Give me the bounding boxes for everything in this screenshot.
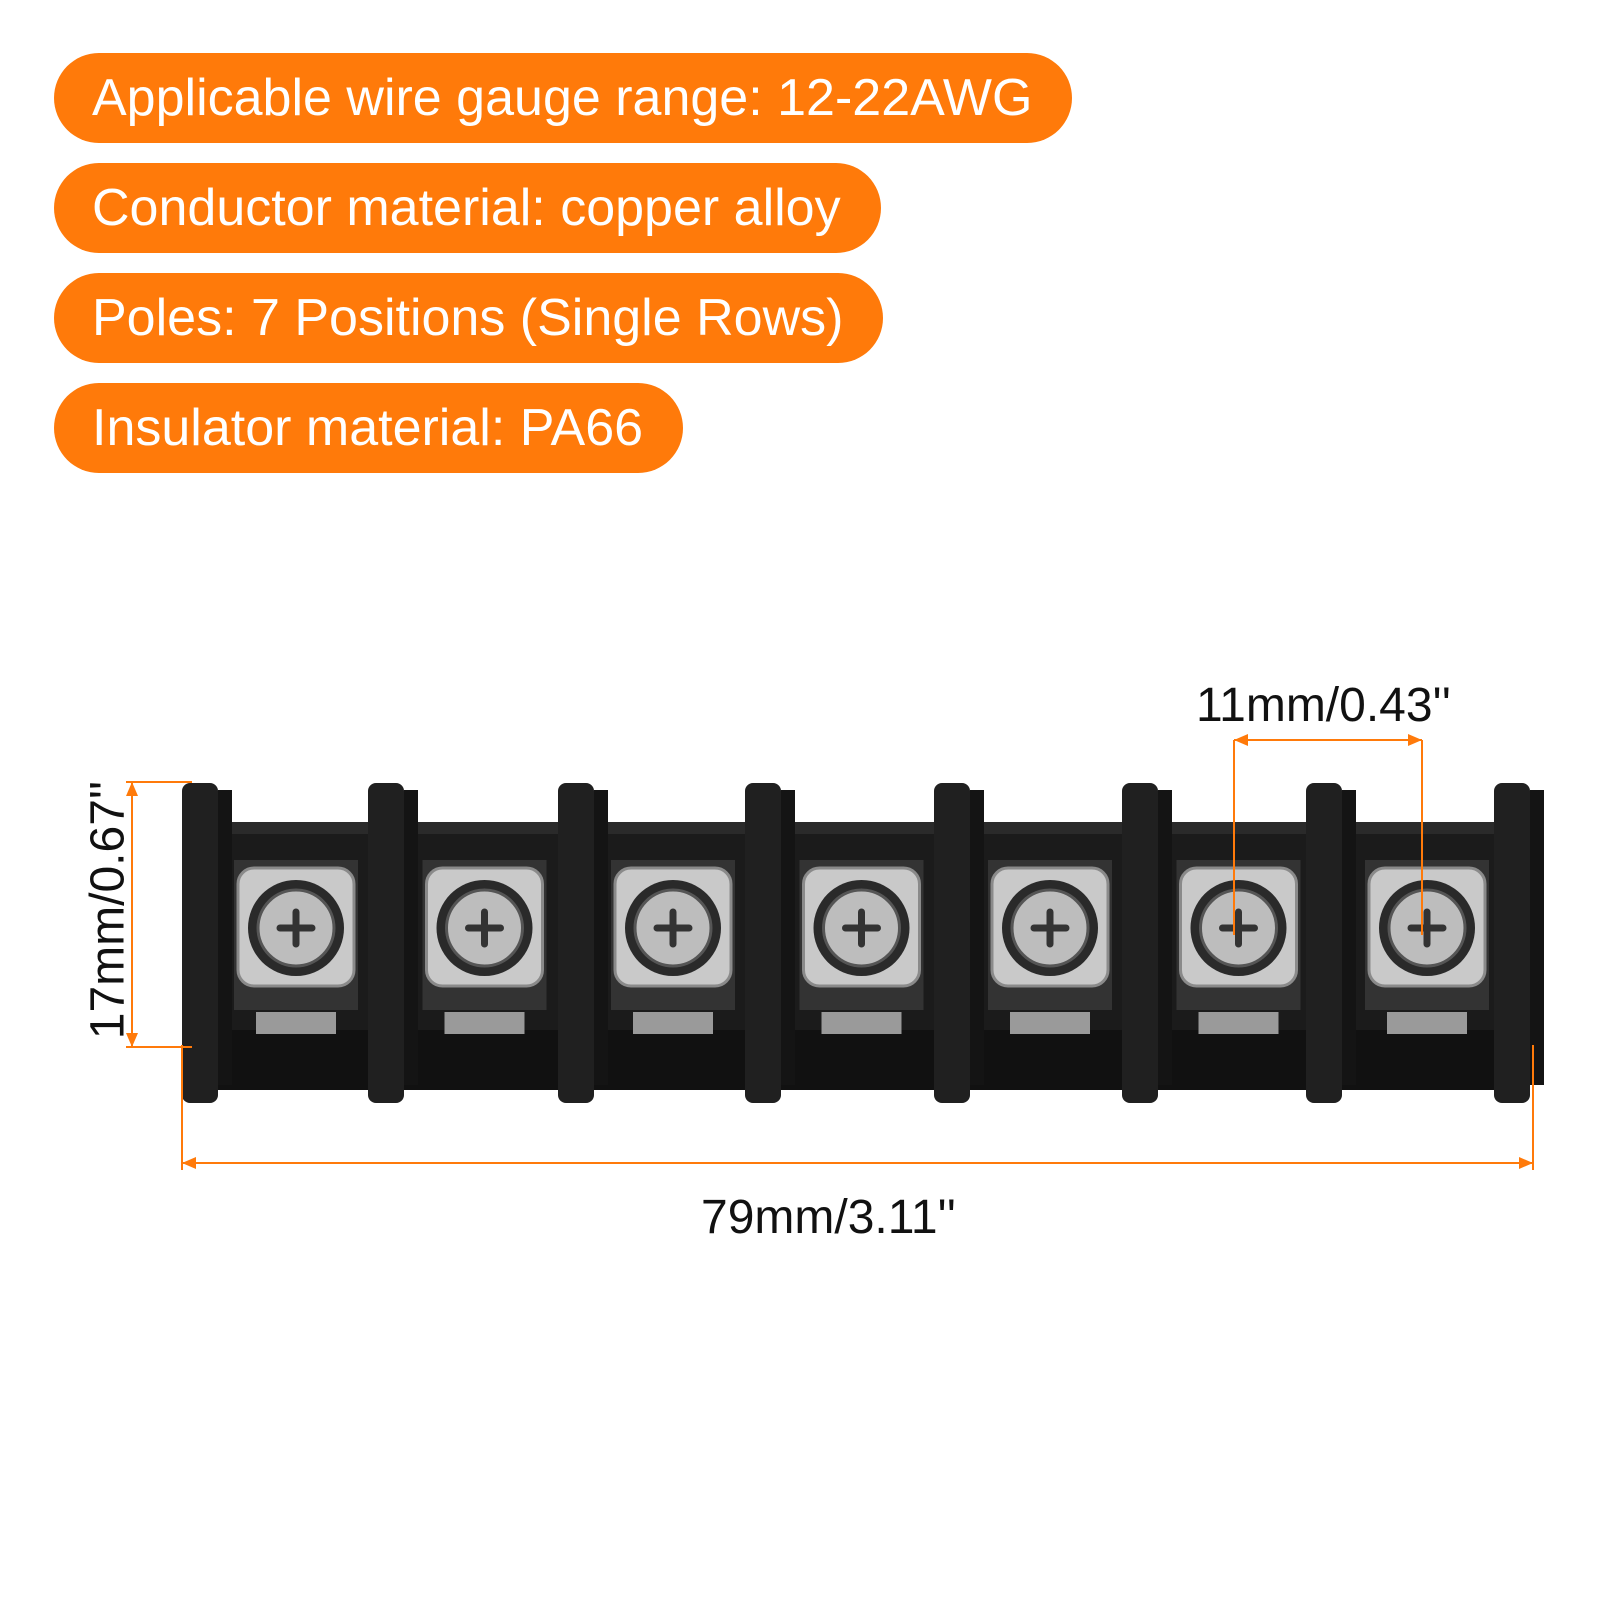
barrier-wall (558, 783, 594, 1103)
barrier-wall-shade (218, 790, 232, 1085)
terminal-block (182, 783, 1544, 1103)
screw-terminal (1365, 860, 1489, 1034)
width-dimension-label: 79mm/3.11'' (701, 1191, 956, 1244)
phillips-cross-icon (1407, 908, 1447, 948)
barrier-wall-shade (781, 790, 795, 1085)
wire-entry (1198, 1012, 1279, 1034)
barrier-wall (368, 783, 404, 1103)
spec-wire-gauge: Applicable wire gauge range: 12-22AWG (54, 53, 1073, 143)
phillips-cross-icon (653, 908, 693, 948)
wire-entry (633, 1012, 713, 1034)
screw-terminal (1176, 860, 1301, 1034)
width-arrow-left (182, 1157, 196, 1169)
terminal-top-rail (182, 822, 1527, 834)
wire-entry (1010, 1012, 1090, 1034)
barrier-wall (1122, 783, 1158, 1103)
wire-entry (821, 1012, 902, 1034)
wire-entry (444, 1012, 525, 1034)
barrier-wall-shade (1342, 790, 1356, 1085)
screw-terminal (234, 860, 358, 1034)
pitch-arrow-right (1408, 734, 1422, 746)
spec-poles: Poles: 7 Positions (Single Rows) (54, 273, 884, 363)
barrier-wall (182, 783, 218, 1103)
height-arrow-bottom (126, 1033, 138, 1047)
barrier-wall-shade (594, 790, 608, 1085)
dimension-lines (126, 734, 1534, 1170)
phillips-cross-icon (465, 908, 504, 948)
barrier-wall-shade (970, 790, 984, 1085)
phillips-cross-icon (276, 908, 316, 948)
barrier-wall (1494, 783, 1530, 1103)
screw-terminal (799, 860, 924, 1034)
pitch-arrow-left (1234, 734, 1248, 746)
barrier-wall (934, 783, 970, 1103)
phillips-cross-icon (842, 908, 881, 948)
width-arrow-right (1519, 1157, 1533, 1169)
barrier-wall-shade (404, 790, 418, 1085)
barrier-wall (745, 783, 781, 1103)
spec-conductor-material: Conductor material: copper alloy (54, 163, 881, 253)
pitch-dimension-label: 11mm/0.43'' (1196, 679, 1451, 732)
screw-terminal (988, 860, 1112, 1034)
spec-insulator-material: Insulator material: PA66 (54, 383, 684, 473)
height-dimension-label: 17mm/0.67'' (81, 780, 135, 1040)
phillips-cross-icon (1219, 908, 1258, 948)
wire-entry (1387, 1012, 1467, 1034)
screw-terminal (611, 860, 735, 1034)
screw-terminal (422, 860, 547, 1034)
phillips-cross-icon (1030, 908, 1070, 948)
barrier-wall-shade (1158, 790, 1172, 1085)
height-arrow-top (126, 782, 138, 796)
barrier-wall-shade (1530, 790, 1544, 1085)
wire-entry (256, 1012, 336, 1034)
barrier-wall (1306, 783, 1342, 1103)
